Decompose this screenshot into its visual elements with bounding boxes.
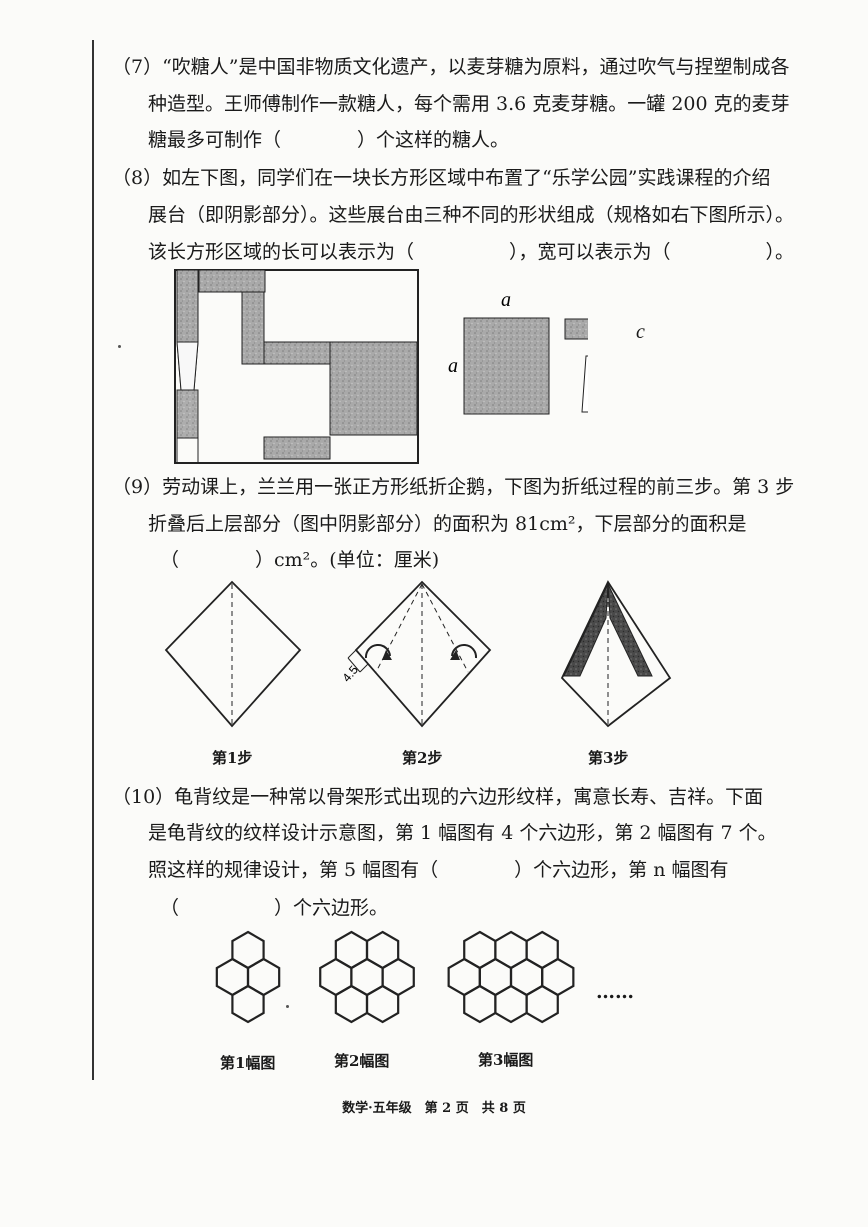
q9-line-1: （9）劳动课上，兰兰用一张正方形纸折企鹅，下图为折纸过程的前三步。第 3 步 [112, 476, 795, 498]
step-2-caption: 第2步 [402, 749, 443, 767]
shape-square-a [463, 317, 550, 415]
q7-line-1: （7）“吹糖人”是中国非物质文化遗产，以麦芽糖为原料，通过吹气与捏塑制成各 [112, 56, 790, 78]
pattern-2 [319, 930, 415, 1024]
step-3-caption: 第3步 [588, 749, 629, 767]
hexagon [463, 984, 497, 1024]
q9-line-3: （ ）cm²。(单位：厘米) [160, 549, 440, 571]
strip-left-top [176, 269, 199, 343]
step-1-figure [164, 580, 302, 728]
pattern-3-caption: 第3幅图 [478, 1051, 534, 1069]
q10-line-2: 是龟背纹的纹样设计示意图，第 1 幅图有 4 个六边形，第 2 幅图有 7 个。 [148, 822, 777, 844]
rectangle-region [174, 269, 419, 464]
large-square-booth [329, 341, 418, 436]
q10-line-4: （ ）个六边形。 [160, 897, 389, 919]
svg-text:4.5: 4.5 [339, 663, 361, 685]
step-3-figure [560, 580, 672, 728]
q9-line-2: 折叠后上层部分（图中阴影部分）的面积为 81cm²，下层部分的面积是 [148, 513, 747, 535]
q7-line-3: 糖最多可制作（ ）个这样的糖人。 [148, 129, 510, 151]
q7-line-2: 种造型。王师傅制作一款糖人，每个需用 3.6 克麦芽糖。一罐 200 克的麦芽 [148, 93, 790, 115]
q10-line-1: （10）龟背纹是一种常以骨架形式出现的六边形纹样，寓意长寿、吉祥。下面 [112, 786, 764, 808]
pattern-2-caption: 第2幅图 [334, 1052, 390, 1070]
page-footer: 数学·五年级 第 2 页 共 8 页 [342, 1101, 526, 1116]
strip-bottom [263, 436, 331, 460]
q10-line-3: 照这样的规律设计，第 5 幅图有（ ）个六边形，第 n 幅图有 [148, 859, 729, 881]
q8-line-1: （8）如左下图，同学们在一块长方形区域中布置了“乐学公园”实践课程的介绍 [112, 167, 771, 189]
step-2-figure: 4.5 [339, 580, 492, 728]
step-1-caption: 第1步 [212, 749, 253, 767]
q8-line-3: 该长方形区域的长可以表示为（ ），宽可以表示为（ ）。 [148, 241, 795, 263]
pattern-3 [447, 930, 575, 1024]
pattern-1-caption: 第1幅图 [220, 1054, 276, 1072]
penguin-fold-steps: 4.5 [164, 580, 672, 728]
label-c: c [636, 321, 645, 343]
strip-top [198, 269, 266, 293]
hexagon-patterns [215, 930, 575, 1024]
hexagon [494, 984, 528, 1024]
hexagon [365, 984, 400, 1024]
q8-line-2: 展台（即阴影部分）。这些展台由三种不同的形状组成（规格如右下图所示）。 [148, 204, 795, 226]
sequence-ellipsis: …… [596, 981, 634, 1003]
strip-vertical-middle [241, 291, 265, 365]
binding-margin-line [92, 40, 94, 1080]
shape-trapezoid [581, 355, 588, 413]
svg-text:a: a [448, 355, 458, 377]
hexagon [231, 984, 265, 1024]
shape-strip-bc [564, 318, 588, 340]
pattern-1 [215, 930, 281, 1024]
svg-text:a: a [501, 289, 511, 311]
hexagon [525, 984, 559, 1024]
strip-horizontal-middle [263, 341, 331, 365]
park-layout-diagram: a a b 3 3 [174, 269, 588, 464]
hexagon [334, 984, 369, 1024]
